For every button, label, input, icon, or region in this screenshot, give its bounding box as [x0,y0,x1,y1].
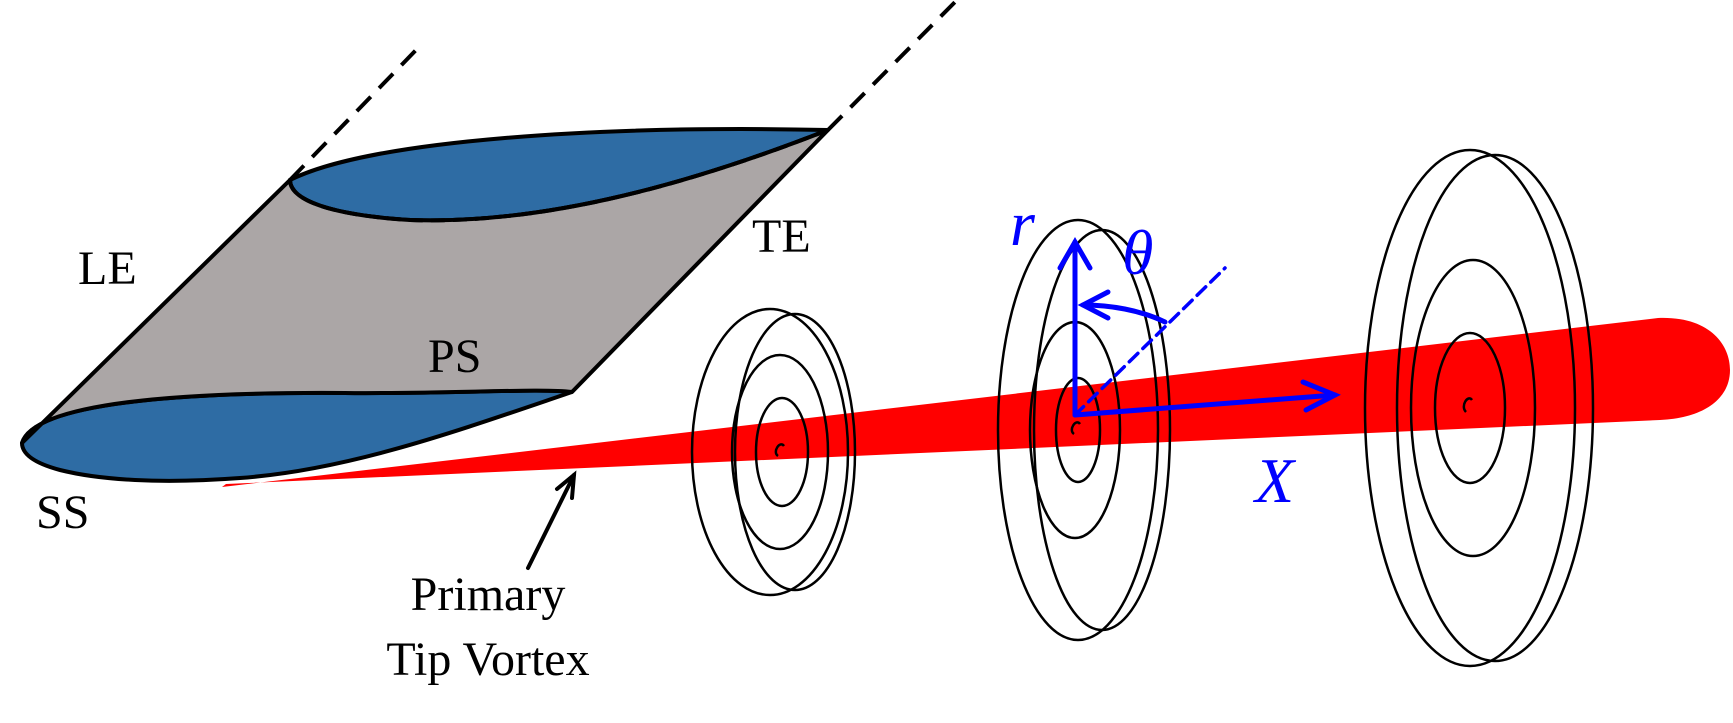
vortex-label-line2: Tip Vortex [386,633,589,686]
le-label: LE [78,242,137,295]
hidden-section-edge [288,128,829,223]
theta-reference-dashed-line [1073,266,1227,417]
theta-label: θ [1122,217,1153,288]
ss-label: SS [36,486,89,539]
r-axis-label: r [1010,188,1036,259]
vortex-label-line1: Primary [411,568,566,621]
vortex-callout-arrow [526,470,577,570]
vortex-core [222,317,1730,487]
ps-label: PS [428,330,481,383]
coordinate-axes [1057,236,1341,418]
vortex-ring-small [690,307,857,597]
vortex-ring-large [1363,148,1595,668]
x-axis-arrow [1072,392,1338,418]
theta-arc-arrow [1080,302,1168,325]
x-axis-label: X [1252,445,1297,516]
te-span-dashed-line [826,0,957,132]
te-label: TE [752,210,811,263]
